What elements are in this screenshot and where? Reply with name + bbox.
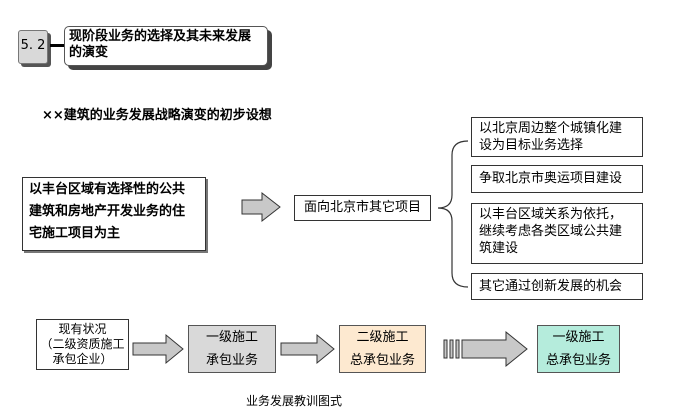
section-number: 5. 2: [20, 38, 46, 53]
arrow-current-to-stage1: [132, 333, 184, 365]
stage3-box: 一级施工 总承包业务: [537, 325, 620, 373]
option-urbanization-box: 以北京周边整个城镇化建 设为目标业务选择: [471, 117, 643, 157]
option-urbanization-line1: 以北京周边整个城镇化建: [479, 121, 623, 136]
current-focus-line1: 以丰台区域有选择性的公共: [29, 182, 186, 197]
option-urbanization-line2: 设为目标业务选择: [479, 138, 584, 153]
option-innovation-box: 其它通过创新发展的机会: [471, 273, 643, 300]
current-focus-line2: 建筑和房地产开发业务的住: [29, 204, 186, 219]
option-innovation-line1: 其它通过创新发展的机会: [479, 279, 623, 294]
option-fengtai-line3: 筑建设: [479, 241, 519, 256]
arrow-stage1-to-stage2: [280, 333, 335, 365]
current-status-line1: 现有状况: [58, 322, 107, 336]
arrow-stage2-to-stage3: [461, 330, 528, 368]
arrow-left-to-middle: [241, 191, 281, 223]
arrow-stripe: [449, 339, 454, 359]
stage2-box: 二级施工 总承包业务: [339, 325, 426, 373]
section-title-line1: 现阶段业务的选择及其未来发展: [69, 29, 252, 44]
stage1-line1: 一级施工: [205, 329, 258, 345]
option-fengtai-public-box: 以丰台区域关系为依托， 继续考虑各类区域公共建 筑建设: [471, 203, 643, 264]
option-olympics-line1: 争取北京市奥运项目建设: [479, 171, 623, 186]
arrow-stripe: [443, 339, 448, 359]
brace-connector: [437, 140, 469, 288]
current-status-line3: 承包企业）: [52, 352, 113, 366]
footer-caption: 业务发展教训图式: [246, 394, 343, 408]
diagram-connectors: [132, 140, 528, 368]
stage3-line2: 总承包业务: [545, 352, 611, 368]
current-focus-line3: 宅施工项目为主: [29, 226, 121, 241]
section-title-line2: 的演变: [69, 45, 109, 60]
current-focus-box: 以丰台区域有选择性的公共 建筑和房地产开发业务的住 宅施工项目为主: [22, 177, 206, 251]
option-olympics-box: 争取北京市奥运项目建设: [471, 165, 643, 193]
stage1-line2: 承包业务: [205, 352, 258, 368]
stage2-line2: 总承包业务: [349, 352, 415, 368]
section-title-box: 现阶段业务的选择及其未来发展 的演变: [64, 26, 268, 66]
stage3-line1: 一级施工: [552, 329, 605, 345]
diagram-subtitle: ××建筑的业务发展战略演变的初步设想: [42, 108, 272, 123]
current-status-line2: （二级资质施工: [40, 337, 125, 351]
option-fengtai-line2: 继续考虑各类区域公共建: [479, 224, 623, 239]
arrow-stripe: [455, 339, 460, 359]
header-connector: [50, 44, 64, 47]
stage2-line1: 二级施工: [356, 329, 409, 345]
option-fengtai-line1: 以丰台区域关系为依托，: [479, 207, 623, 222]
stage1-box: 一级施工 承包业务: [188, 325, 276, 373]
current-status-box: 现有状况 （二级资质施工 承包企业）: [36, 319, 129, 370]
section-number-badge: 5. 2: [18, 30, 48, 64]
beijing-projects-box: 面向北京市其它项目: [294, 195, 431, 221]
